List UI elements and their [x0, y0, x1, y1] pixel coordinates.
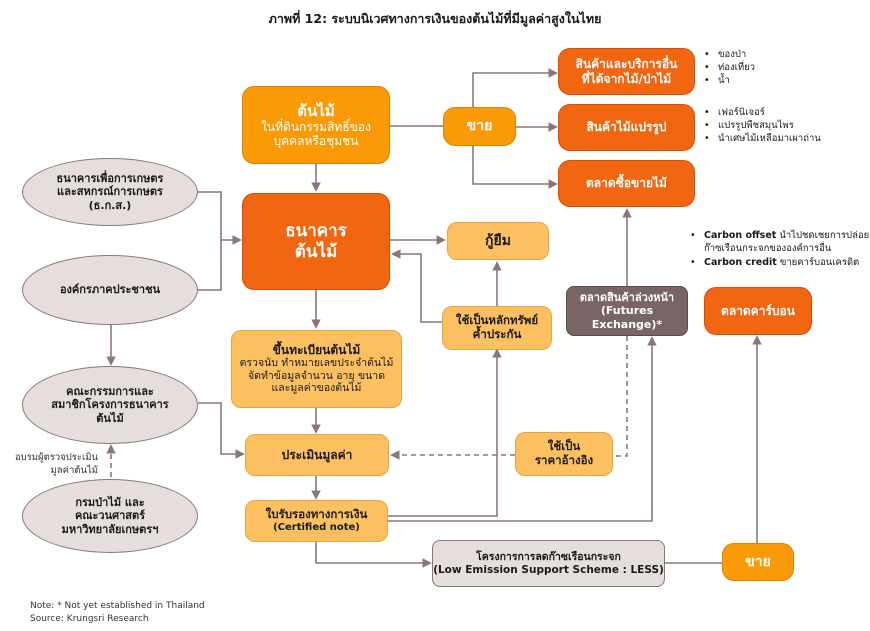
futures-line2: (Futures Exchange)*	[591, 304, 663, 331]
baac-line3: (ธ.ก.ส.)	[88, 198, 132, 212]
register-line2: จัดทำข้อมูลจำนวน อายุ ขนาด	[247, 369, 386, 382]
less-line1: โครงการการลดก๊าซเรือนกระจก	[476, 550, 621, 563]
carbon-market-box: ตลาดคาร์บอน	[704, 287, 812, 335]
processed-bullets: เฟอร์นิเจอร์ แปรรูปพืชสมุนไพร นำเศษไม้เห…	[704, 107, 821, 145]
committee-oval: คณะกรรมการและ สมาชิกโครงการธนาคาร ต้นไม้	[22, 366, 198, 444]
processed-box: สินค้าไม้แปรรูป	[558, 104, 695, 151]
less-box: โครงการการลดก๊าซเรือนกระจก (Low Emission…	[432, 540, 665, 587]
tree-box: ต้นไม้ ในที่ดินกรรมสิทธิ์ของ บุคคลหรือชุ…	[242, 86, 390, 164]
collateral-line2: ค้ำประกัน	[472, 327, 522, 341]
certified-line1: ใบรับรองทางการเงิน	[265, 507, 368, 522]
sell-top-box: ขาย	[443, 107, 516, 146]
forestry-line2: คณะวนศาสตร์	[74, 509, 146, 523]
sell-bottom-box: ขาย	[722, 543, 794, 581]
bullet-item: ท่องเที่ยว	[704, 62, 755, 75]
bullet-item: เฟอร์นิเจอร์	[704, 107, 821, 120]
committee-line3: ต้นไม้	[96, 411, 124, 425]
valuation-label: ประเมินมูลค่า	[281, 447, 353, 462]
tree-line2: บุคคลหรือชุมชน	[273, 134, 359, 148]
reference-line2: ราคาอ้างอิง	[534, 453, 594, 467]
collateral-line1: ใช้เป็นหลักทรัพย์	[455, 313, 539, 328]
futures-line1: ตลาดสินค้าล่วงหน้า	[579, 291, 675, 305]
carbon-market-label: ตลาดคาร์บอน	[721, 303, 795, 318]
sell-top-label: ขาย	[466, 118, 493, 135]
timber-market-label: ตลาดซื้อขายไม้	[586, 176, 667, 191]
civil-label: องค์กรภาคประชาชน	[59, 283, 161, 297]
loan-label: กู้ยืม	[485, 232, 511, 249]
committee-line2: สมาชิกโครงการธนาคาร	[51, 398, 169, 412]
source-note: Source: Krungsri Research	[30, 614, 149, 624]
training-line2: มูลค่าต้นไม้	[50, 464, 98, 476]
baac-oval: ธนาคารเพื่อการเกษตร และสหกรณ์การเกษตร (ธ…	[22, 158, 198, 226]
baac-line1: ธนาคารเพื่อการเกษตร	[56, 172, 164, 186]
tree-bank-line1: ธนาคาร	[285, 221, 347, 242]
carbon-offset-title: Carbon offset	[704, 230, 777, 241]
footnote: Note: * Not yet established in Thailand	[30, 601, 205, 611]
tree-bank-line2: ต้นไม้	[294, 241, 338, 262]
futures-box: ตลาดสินค้าล่วงหน้า (Futures Exchange)*	[566, 286, 688, 336]
carbon-notes: • Carbon offset นำไปชดเชยการปล่อย ก๊าซเร…	[690, 230, 870, 268]
forestry-oval: กรมป่าไม้ และ คณะวนศาสตร์ มหาวิทยาลัยเกษ…	[22, 479, 198, 553]
loan-box: กู้ยืม	[447, 222, 549, 260]
processed-label: สินค้าไม้แปรรูป	[586, 120, 667, 135]
diagram-title: ภาพที่ 12: ระบบนิเวศทางการเงินของต้นไม้ท…	[268, 11, 602, 26]
bullet-item: น้ำ	[704, 75, 755, 88]
collateral-box: ใช้เป็นหลักทรัพย์ ค้ำประกัน	[442, 306, 552, 350]
training-label: อบรมผู้ตรวจประเมิน มูลค่าต้นไม้	[6, 452, 98, 478]
civil-oval: องค์กรภาคประชาชน	[22, 255, 198, 325]
committee-line1: คณะกรรมการและ	[66, 385, 154, 399]
register-box: ขึ้นทะเบียนต้นไม้ ตรวจนับ ทำหมายเลขประจำ…	[231, 330, 402, 408]
less-line2: (Low Emission Support Scheme : LESS)	[433, 563, 664, 576]
bullet-item: นำเศษไม้เหลือมาเผาถ่าน	[704, 133, 821, 146]
carbon-credit-text: ขายคาร์บอนเครดิต	[776, 256, 860, 268]
other-products-bullets: ของป่า ท่องเที่ยว น้ำ	[704, 49, 755, 87]
certified-box: ใบรับรองทางการเงิน (Certified note)	[245, 500, 388, 542]
other-products-line1: สินค้าและบริการอื่น	[575, 57, 678, 72]
tree-title: ต้นไม้	[297, 101, 335, 120]
reference-box: ใช้เป็น ราคาอ้างอิง	[515, 432, 613, 476]
register-title: ขึ้นทะเบียนต้นไม้	[272, 342, 361, 357]
reference-line1: ใช้เป็น	[547, 439, 581, 454]
timber-market-box: ตลาดซื้อขายไม้	[558, 160, 695, 207]
forestry-line1: กรมป่าไม้ และ	[75, 496, 145, 510]
carbon-offset-text2: ก๊าซเรือนกระจกขององค์การอื่น	[704, 243, 832, 255]
other-products-line2: ที่ได้จากไม้/ป่าไม้	[581, 71, 672, 86]
register-line1: ตรวจนับ ทำหมายเลขประจำต้นไม้	[239, 357, 394, 370]
tree-bank-box: ธนาคาร ต้นไม้	[242, 193, 390, 290]
training-line1: อบรมผู้ตรวจประเมิน	[14, 452, 98, 463]
sell-bottom-label: ขาย	[745, 553, 771, 570]
bullet-item: แปรรูปพืชสมุนไพร	[704, 120, 821, 133]
baac-line2: และสหกรณ์การเกษตร	[57, 185, 163, 199]
carbon-credit-title: Carbon credit	[704, 256, 777, 268]
certified-line2: (Certified note)	[273, 521, 360, 533]
carbon-offset-text: นำไปชดเชยการปล่อย	[776, 230, 870, 241]
bullet-item: ของป่า	[704, 49, 755, 62]
other-products-box: สินค้าและบริการอื่น ที่ได้จากไม้/ป่าไม้	[558, 48, 695, 95]
forestry-line3: มหาวิทยาลัยเกษตรฯ	[61, 522, 159, 536]
register-line3: และมูลค่าของต้นไม้	[271, 382, 362, 395]
tree-line1: ในที่ดินกรรมสิทธิ์ของ	[261, 119, 371, 134]
valuation-box: ประเมินมูลค่า	[245, 434, 389, 476]
